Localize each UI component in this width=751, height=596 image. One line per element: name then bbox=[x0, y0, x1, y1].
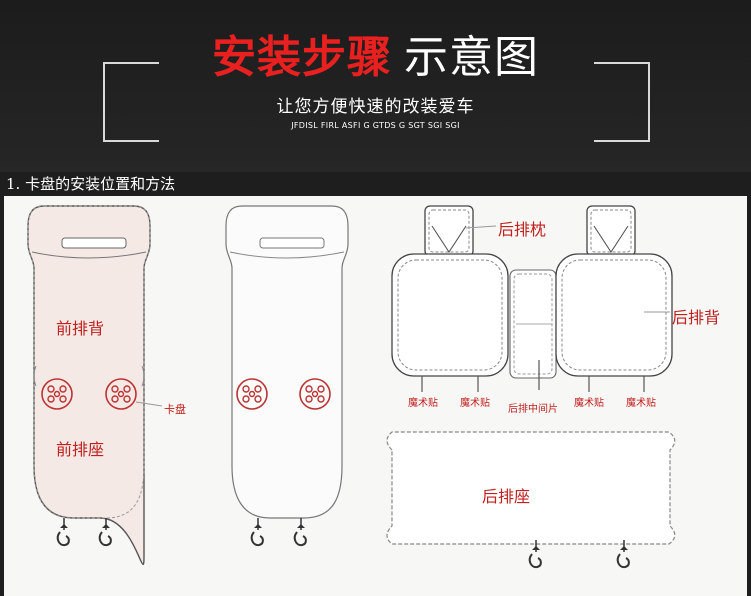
rear-seat-cushion bbox=[386, 431, 676, 545]
header-banner: 安装步骤示意图 让您方便快速的改装爱车 JFDISL FIRL ASFI G G… bbox=[0, 0, 751, 172]
label-rear-middle-piece: 后排中间片 bbox=[508, 404, 558, 415]
page-subtitle: 让您方便快速的改装爱车 bbox=[276, 97, 475, 117]
rear-back-right bbox=[555, 253, 673, 377]
front-seat-cover-outline bbox=[225, 205, 349, 519]
installation-diagram bbox=[27, 205, 676, 569]
label-velcro: 魔术贴 bbox=[460, 398, 490, 409]
title-red-part: 安装步骤 bbox=[212, 32, 392, 83]
diagram-panel: 前排背 前排座 卡盘 后排枕 后排背 魔术贴 魔术贴 后排中间片 魔术贴 魔术贴… bbox=[4, 196, 747, 596]
rear-headrest-left bbox=[424, 205, 474, 257]
label-rear-back: 后排背 bbox=[672, 308, 721, 327]
hook-icon bbox=[56, 517, 70, 547]
label-rear-seat: 后排座 bbox=[482, 487, 531, 506]
label-velcro: 魔术贴 bbox=[574, 398, 604, 409]
tiny-caption: JFDISL FIRL ASFI G GTDS G SGT SGI SGI bbox=[291, 121, 460, 130]
title-white-part: 示意图 bbox=[404, 32, 539, 83]
label-velcro: 魔术贴 bbox=[408, 398, 438, 409]
rear-headrest-right bbox=[586, 205, 636, 257]
hook-icon bbox=[293, 517, 307, 547]
label-clip: 卡盘 bbox=[164, 403, 186, 416]
hook-icon bbox=[98, 517, 112, 547]
label-front-back: 前排背 bbox=[56, 319, 105, 338]
right-bracket-decoration bbox=[594, 62, 650, 142]
hook-icon bbox=[250, 517, 264, 547]
clip-pointer-line bbox=[135, 401, 163, 407]
rear-middle-piece bbox=[509, 269, 557, 379]
page-title: 安装步骤示意图 bbox=[0, 28, 751, 88]
label-rear-headrest: 后排枕 bbox=[498, 220, 547, 239]
front-seat-cover-shaded bbox=[27, 205, 151, 565]
section-title: 1. 卡盘的安装位置和方法 bbox=[6, 175, 176, 193]
headrest-pointer-line bbox=[465, 225, 497, 229]
rear-back-left bbox=[391, 253, 509, 377]
left-bracket-decoration bbox=[103, 62, 159, 142]
label-velcro: 魔术贴 bbox=[626, 398, 656, 409]
label-front-seat: 前排座 bbox=[56, 440, 105, 459]
